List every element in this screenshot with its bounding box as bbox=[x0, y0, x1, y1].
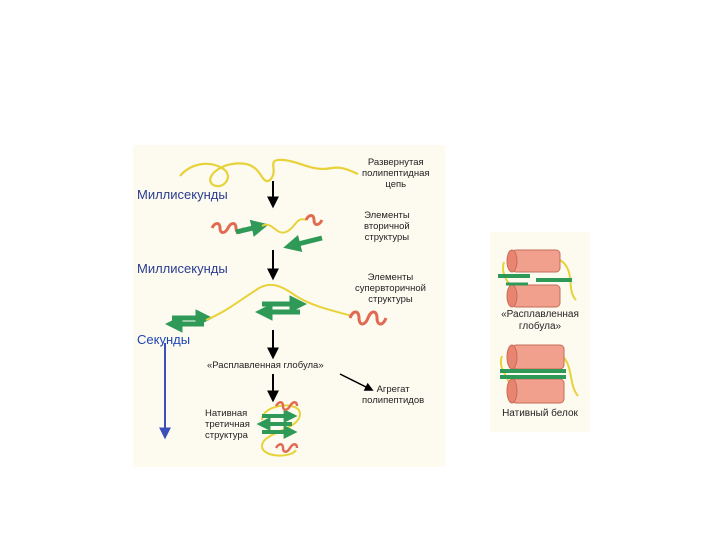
native-tertiary-structure bbox=[256, 401, 302, 457]
note-unfolded-chain: Развернутая полипептидная цепь bbox=[362, 157, 430, 190]
note-secondary-elements: Элементы вторичной структуры bbox=[364, 210, 410, 243]
caption-native-protein: Нативный белок bbox=[502, 408, 578, 419]
caption-molten-globule: «Расплавленная глобула» bbox=[501, 309, 579, 332]
supersecondary-fragments bbox=[165, 283, 388, 333]
stage-label-milliseconds-1: Миллисекунды bbox=[137, 187, 228, 202]
secondary-structure-fragments bbox=[210, 214, 324, 252]
process-arrows bbox=[267, 181, 374, 403]
unfolded-chain bbox=[179, 158, 359, 188]
note-aggregate: Агрегат полипептидов bbox=[362, 384, 425, 406]
note-native-tertiary: Нативная третичная структура bbox=[205, 408, 250, 441]
stage-label-milliseconds-2: Миллисекунды bbox=[137, 261, 228, 276]
note-molten-globule: «Расплавленная глобула» bbox=[207, 360, 324, 371]
molten-globule-model bbox=[498, 249, 577, 308]
native-protein-model bbox=[499, 344, 579, 404]
stage-label-seconds: Секунды bbox=[137, 332, 191, 347]
note-supersecondary-elements: Элементы супервторичной структуры bbox=[355, 272, 426, 305]
